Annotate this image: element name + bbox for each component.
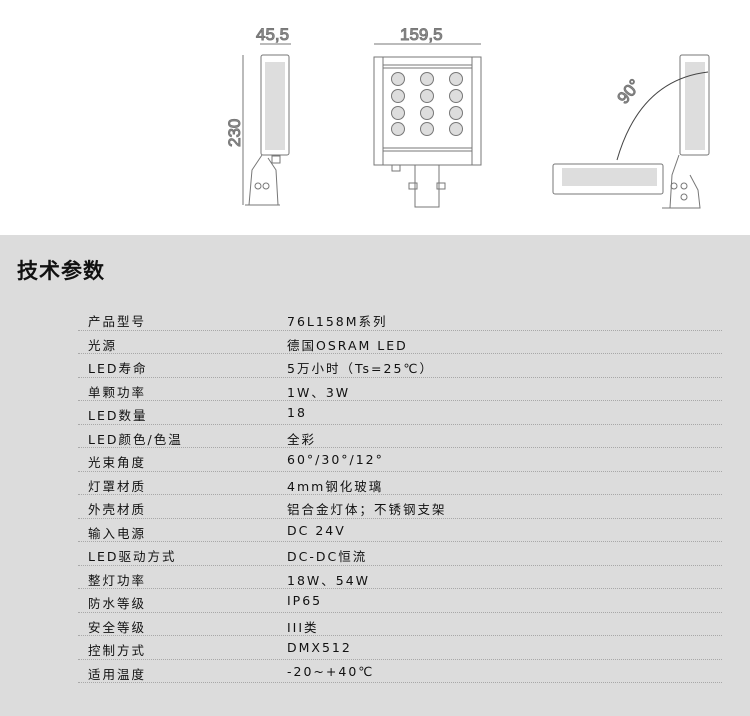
spec-value: 德国OSRAM LED [287,337,408,353]
spec-row: LED驱动方式 DC-DC恒流 [78,542,722,566]
spec-row: 控制方式 DMX512 [78,636,722,660]
section-title: 技术参数 [17,258,105,283]
spec-row: LED寿命 5万小时（Ts=25℃） [78,354,722,378]
side-view-drawing: 45,5 230 [225,25,291,206]
spec-label: 输入电源 [88,525,147,541]
spec-row: LED颜色/色温 全彩 [78,425,722,448]
spec-value: -20~+40℃ [287,663,375,679]
spec-value: 1W、3W [287,384,351,400]
spec-row: 适用温度 -20~+40℃ [78,660,722,683]
spec-value: 4mm钢化玻璃 [287,478,384,494]
spec-value: DMX512 [287,640,352,655]
spec-label: LED数量 [88,408,148,423]
spec-row: 光束角度 60°/30°/12° [78,448,722,472]
spec-label: LED颜色/色温 [88,431,183,447]
spec-table: 产品型号 76L158M系列光源 德国OSRAM LED LED寿命 5万小时（Ts=2… [78,307,722,683]
technical-parameters-section: 技术参数 产品型号 76L158M系列光源 德国OSRAM LED LED寿命 5万小时… [0,235,750,716]
rotation-view-drawing: 90° [552,54,710,209]
spec-value: 18W、54W [287,572,371,588]
spec-label: 灯罩材质 [88,478,147,494]
spec-label: LED寿命 [88,361,148,376]
spec-label: 光束角度 [88,455,147,470]
spec-row: LED数量 18 [78,401,722,425]
front-view-drawing: 159,5 [373,25,482,208]
spec-row: 单颗功率 1W、3W [78,378,722,401]
front-width-dimension: 159,5 [400,25,443,44]
spec-row: 产品型号 76L158M系列 [78,307,722,331]
spec-label: 产品型号 [88,314,147,329]
spec-row: 整灯功率 18W、54W [78,566,722,589]
side-width-dimension: 45,5 [256,25,289,44]
spec-row: 防水等级 IP65 [78,589,722,613]
spec-value: 60°/30°/12° [287,452,384,467]
spec-label: 适用温度 [88,666,147,682]
spec-label: 防水等级 [88,596,147,611]
spec-label: 安全等级 [88,619,147,635]
spec-value: 18 [287,405,307,420]
spec-row: 输入电源 DC 24V [78,519,722,542]
spec-row: 安全等级 III类 [78,613,722,636]
spec-row: 光源 德国OSRAM LED [78,331,722,354]
height-dimension: 230 [225,119,244,147]
spec-label: 单颗功率 [88,384,147,400]
spec-row: 外壳材质 铝合金灯体；不锈钢支架 [78,495,722,519]
spec-value: 铝合金灯体；不锈钢支架 [287,502,447,517]
spec-label: 外壳材质 [88,502,147,517]
spec-label: 控制方式 [88,643,147,658]
technical-drawings: 45,5 230 159,5 90° [0,0,750,235]
spec-value: 76L158M系列 [287,314,388,329]
spec-row: 灯罩材质 4mm钢化玻璃 [78,472,722,495]
rotation-angle-label: 90° [614,76,645,108]
spec-label: 整灯功率 [88,572,147,588]
spec-value: III类 [287,619,319,635]
spec-label: LED驱动方式 [88,549,177,564]
spec-value: 全彩 [287,431,317,447]
spec-value: DC-DC恒流 [287,549,368,564]
spec-value: 5万小时（Ts=25℃） [287,361,434,376]
spec-value: DC 24V [287,522,346,538]
spec-label: 光源 [88,337,118,353]
spec-value: IP65 [287,593,323,608]
